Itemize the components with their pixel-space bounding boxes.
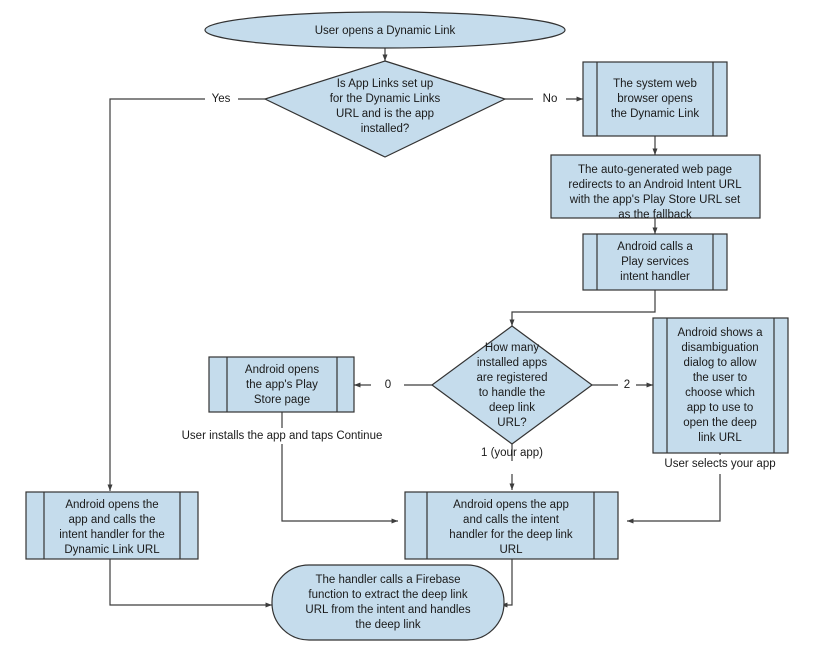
open-app-dynamic-link-shape [25, 491, 199, 560]
disambiguation-dialog-line-2: disambiguation [681, 342, 758, 354]
node-play-store-page[interactable]: Android opens the app's Play Store page [208, 356, 355, 413]
play-services-handler-line-1: Android calls a [617, 241, 693, 253]
edges: web browser --> left rail --> play store… [107, 48, 721, 608]
decision-how-many-apps-line-1: How many [485, 342, 540, 354]
disambiguation-dialog-line-8: link URL [698, 432, 742, 444]
disambiguation-dialog-line-5: choose which [685, 387, 755, 399]
decision-app-links-line-2: for the Dynamic Links [330, 93, 441, 105]
node-decision-app-links[interactable]: Is App Links set up for the Dynamic Link… [263, 60, 507, 158]
open-app-deep-link-line-4: URL [499, 544, 523, 556]
edge-label-zero: 0 [385, 379, 391, 391]
play-services-handler-line-2: Play services [621, 256, 689, 268]
node-auto-generated-page[interactable]: The auto-generated web page redirects to… [550, 154, 761, 221]
edge-yes-rail [107, 98, 205, 491]
play-store-page-line-1: Android opens [245, 364, 319, 376]
disambiguation-dialog-line-3: dialog to allow [684, 357, 758, 369]
handler-firebase-line-1: The handler calls a Firebase [315, 574, 460, 586]
decision-how-many-apps-line-4: to handle the [479, 387, 546, 399]
handler-firebase-line-2: function to extract the deep link [308, 589, 467, 601]
edge-label-one-your-app: 1 (your app) [481, 447, 543, 459]
edge-label-yes: Yes [212, 93, 231, 105]
decision-app-links-line-4: installed? [361, 123, 410, 135]
disambiguation-dialog-line-4: the user to [693, 372, 747, 384]
auto-generated-page-line-1: The auto-generated web page [578, 164, 732, 176]
web-browser-opens-line-2: browser opens [617, 93, 693, 105]
open-app-deep-link-line-2: and calls the intent [463, 514, 560, 526]
node-decision-how-many-apps[interactable]: How many installed apps are registered t… [430, 325, 594, 445]
play-store-page-shape [208, 356, 355, 413]
start-ellipse-shape [204, 11, 566, 49]
web-browser-opens-line-1: The system web [613, 78, 697, 90]
decision-how-many-apps-shape [430, 325, 594, 445]
edge-userselects-to-openapp [627, 474, 721, 524]
edge-label-two: 2 [624, 379, 630, 391]
web-browser-opens-shape [582, 61, 728, 137]
handler-firebase-line-4: the deep link [355, 619, 420, 631]
decision-how-many-apps-line-5: deep link [489, 402, 535, 414]
decision-app-links-shape [263, 60, 507, 158]
disambiguation-dialog-line-1: Android shows a [677, 327, 763, 339]
open-app-dynamic-link-line-4: Dynamic Link URL [64, 544, 160, 556]
open-app-dynamic-link-line-2: app and calls the [69, 514, 156, 526]
open-app-deep-link-shape [404, 491, 619, 560]
node-open-app-dynamic-link[interactable]: Android opens the app and calls the inte… [25, 491, 199, 560]
edge-userinstalls-to-openapp [281, 444, 398, 524]
play-services-handler-shape [582, 233, 728, 291]
node-open-app-deep-link[interactable]: Android opens the app and calls the inte… [404, 491, 619, 560]
auto-generated-page-line-3: with the app's Play Store URL set [569, 194, 741, 206]
play-store-page-line-3: Store page [254, 394, 310, 406]
play-services-handler-line-3: intent handler [620, 271, 690, 283]
edge-label-user-installs: User installs the app and taps Continue [182, 430, 383, 442]
node-disambiguation-dialog[interactable]: Android shows a disambiguation dialog to… [652, 317, 789, 454]
node-web-browser-opens[interactable]: The system web browser opens the Dynamic… [582, 61, 728, 137]
decision-app-links-line-3: URL and is the app [336, 108, 434, 120]
web-browser-opens-line-3: the Dynamic Link [611, 108, 699, 120]
decision-app-links-line-1: Is App Links set up [337, 78, 434, 90]
handler-firebase-shape [271, 564, 505, 641]
edge-playservices-to-decision2 [509, 290, 656, 326]
handler-firebase-line-3: URL from the intent and handles [305, 604, 470, 616]
open-app-dynamic-link-line-1: Android opens the [65, 499, 158, 511]
node-handler-firebase[interactable]: The handler calls a Firebase function to… [271, 564, 505, 641]
auto-generated-page-shape [550, 154, 761, 219]
disambiguation-dialog-shape [652, 317, 789, 454]
edge-openappdynamic-to-handler [109, 559, 272, 608]
open-app-deep-link-line-1: Android opens the app [453, 499, 569, 511]
edge-openappdeep-to-handler [501, 559, 513, 608]
node-start[interactable]: User opens a Dynamic Link [204, 11, 566, 49]
decision-how-many-apps-line-6: URL? [497, 417, 526, 429]
start-label: User opens a Dynamic Link [315, 25, 456, 37]
disambiguation-dialog-line-6: app to use to [687, 402, 754, 414]
edge-labels: Yes No 0 2 1 (your app) User installs th… [182, 93, 776, 470]
edge-label-user-selects: User selects your app [664, 458, 775, 470]
auto-generated-page-line-2: redirects to an Android Intent URL [568, 179, 742, 191]
node-play-services-handler[interactable]: Android calls a Play services intent han… [582, 233, 728, 291]
open-app-dynamic-link-line-3: intent handler for the [59, 529, 165, 541]
play-store-page-line-2: the app's Play [246, 379, 318, 391]
decision-how-many-apps-line-2: installed apps [477, 357, 548, 369]
open-app-deep-link-line-3: handler for the deep link [449, 529, 573, 541]
decision-how-many-apps-line-3: are registered [477, 372, 548, 384]
disambiguation-dialog-line-7: open the deep [683, 417, 757, 429]
edge-label-no: No [543, 93, 558, 105]
auto-generated-page-line-4: as the fallback [618, 209, 692, 221]
